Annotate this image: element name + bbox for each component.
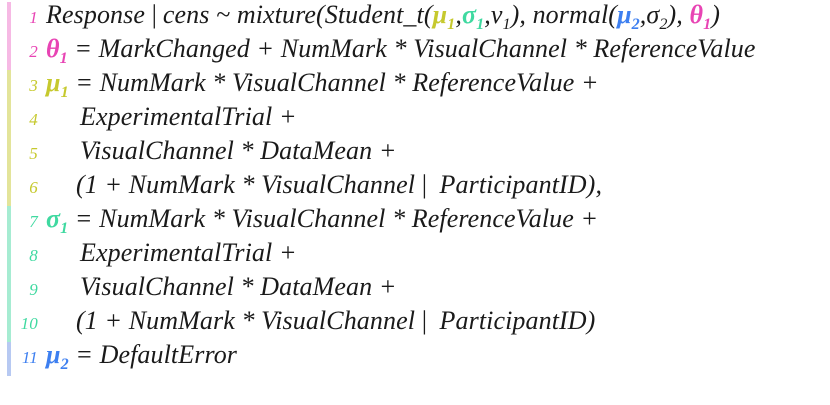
line-content: θ1 = MarkChanged + NumMark * VisualChann… (46, 36, 756, 67)
gutter-bar (7, 2, 11, 36)
code-line: 11 μ2 = DefaultError (0, 342, 830, 376)
formula-text: , (639, 0, 647, 29)
gutter-bar (7, 342, 11, 376)
formula-text: = NumMark * VisualChannel * ReferenceVal… (68, 68, 599, 97)
gutter-bar (7, 138, 11, 172)
subscript: 2 (60, 356, 69, 374)
line-number: 5 (29, 144, 38, 163)
formula-text: , (484, 0, 491, 29)
code-line: 4 ExperimentalTrial + (0, 104, 830, 138)
subscript: 2 (631, 16, 640, 34)
formula-text: ), (667, 0, 690, 29)
line-content: ExperimentalTrial + (46, 240, 297, 266)
gutter-bar (7, 70, 11, 104)
code-line: 10 (1 + NumMark * VisualChannel | Partici… (0, 308, 830, 342)
line-content: Response | cens ~ mixture(Student_t(μ1,σ… (46, 2, 720, 33)
math-symbol: ν1 (490, 0, 511, 34)
formula-text: VisualChannel * DataMean + (80, 272, 397, 301)
formula-text: = MarkChanged + NumMark * VisualChannel … (67, 34, 756, 63)
gutter-bar (7, 36, 11, 70)
line-number: 2 (29, 42, 38, 61)
formula-text: (1 + NumMark * VisualChannel | Participa… (76, 306, 596, 335)
formula-text: ExperimentalTrial + (80, 238, 297, 267)
math-symbol: σ1 (461, 0, 485, 34)
gutter-bar (7, 274, 11, 308)
math-symbol: μ1 (432, 0, 456, 34)
code-line: 5 VisualChannel * DataMean + (0, 138, 830, 172)
line-number: 7 (29, 212, 38, 231)
code-line: 3 μ1 = NumMark * VisualChannel * Referenc… (0, 70, 830, 104)
line-content: ExperimentalTrial + (46, 104, 297, 130)
line-number: 11 (21, 348, 38, 367)
formula-text: = DefaultError (68, 340, 238, 369)
gutter-bar (7, 206, 11, 240)
subscript: 1 (447, 16, 456, 34)
code-line: 7 σ1 = NumMark * VisualChannel * Referenc… (0, 206, 830, 240)
formula-text: = NumMark * VisualChannel * ReferenceVal… (68, 204, 599, 233)
math-symbol: μ2 (46, 340, 69, 374)
line-content: (1 + NumMark * VisualChannel | Participa… (46, 172, 602, 198)
formula-text: (1 + NumMark * VisualChannel | Participa… (76, 170, 603, 199)
line-number: 4 (29, 110, 38, 129)
line-content: μ1 = NumMark * VisualChannel * Reference… (46, 70, 599, 101)
code-line: 8 ExperimentalTrial + (0, 240, 830, 274)
math-symbol: μ2 (617, 0, 640, 34)
formula-text: ExperimentalTrial + (80, 102, 297, 131)
code-line: 6 (1 + NumMark * VisualChannel | Particip… (0, 172, 830, 206)
math-symbol: σ1 (46, 204, 69, 238)
math-symbol: μ1 (46, 68, 69, 102)
subscript: 1 (59, 50, 68, 68)
line-number: 1 (29, 8, 38, 27)
line-number: 8 (29, 246, 38, 265)
gutter-bar (7, 240, 11, 274)
line-content: VisualChannel * DataMean + (46, 138, 396, 164)
math-symbol: σ2 (646, 0, 668, 34)
gutter-bar (7, 308, 11, 342)
formula-text: VisualChannel * DataMean + (80, 136, 397, 165)
subscript: 1 (502, 16, 511, 34)
line-content: (1 + NumMark * VisualChannel | Participa… (46, 308, 595, 334)
math-symbol: θ1 (46, 34, 68, 68)
formula-text: , (455, 0, 462, 29)
math-symbol: θ1 (689, 0, 712, 34)
subscript: 1 (60, 220, 69, 238)
gutter-bar (7, 172, 11, 206)
line-number: 9 (29, 280, 38, 299)
subscript: 2 (659, 16, 668, 34)
subscript: 1 (703, 16, 712, 34)
line-content: VisualChannel * DataMean + (46, 274, 396, 300)
line-content: σ1 = NumMark * VisualChannel * Reference… (46, 206, 598, 237)
line-number: 10 (20, 314, 38, 333)
subscript: 1 (476, 16, 485, 34)
formula-text: ), normal( (510, 0, 618, 29)
gutter-bar (7, 104, 11, 138)
code-line: 2 θ1 = MarkChanged + NumMark * VisualChan… (0, 36, 830, 70)
line-number: 3 (29, 76, 38, 95)
line-number: 6 (29, 178, 38, 197)
formula-text: Response | cens ~ mixture(Student_t( (46, 0, 433, 29)
subscript: 1 (60, 84, 69, 102)
line-content: μ2 = DefaultError (46, 342, 237, 373)
formula-text: ) (711, 0, 720, 29)
code-line: 9 VisualChannel * DataMean + (0, 274, 830, 308)
